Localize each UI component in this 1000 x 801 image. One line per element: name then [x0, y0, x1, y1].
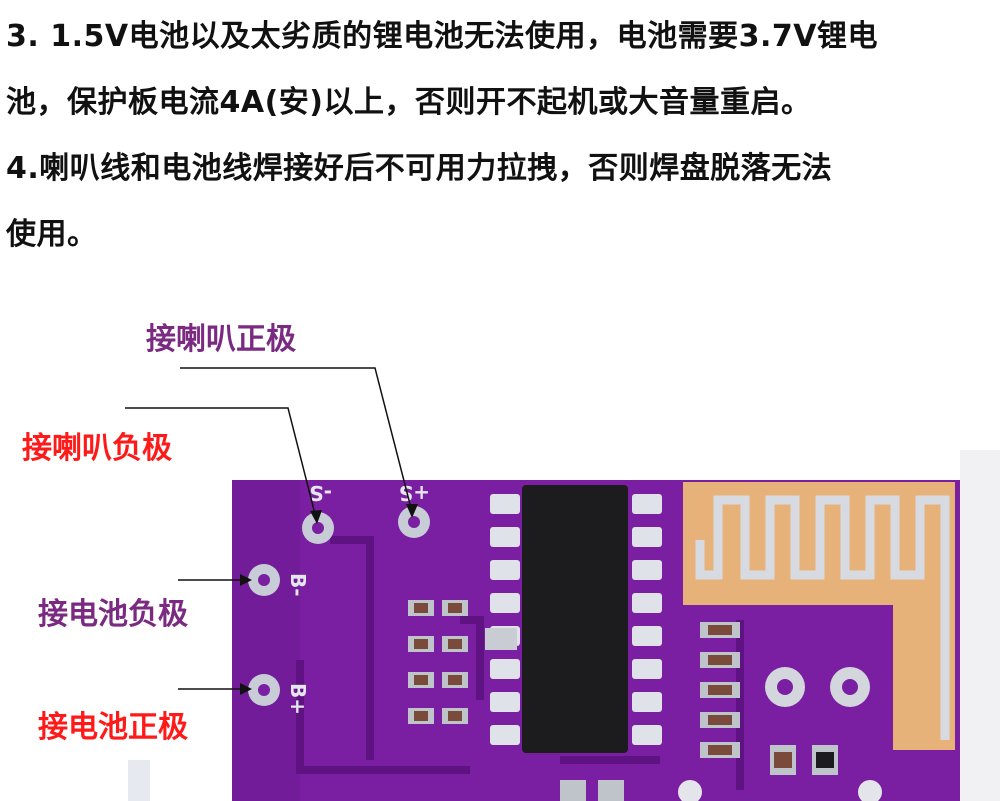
solder-pads — [248, 506, 870, 707]
antenna-trace — [695, 495, 950, 740]
silk-b-plus: B+ — [286, 683, 310, 715]
ic-chip — [490, 485, 662, 753]
pcb-edge — [232, 480, 300, 801]
callout-lines — [125, 367, 413, 690]
label-battery-negative: 接电池负极 — [38, 597, 188, 632]
note-line-2: 池，保护板电流4A(安)以上，否则开不起机或大音量重启。 — [6, 85, 812, 120]
pcb-traces — [296, 536, 744, 790]
silk-s-plus: +S — [399, 481, 430, 505]
label-speaker-negative: 接喇叭负极 — [22, 431, 172, 466]
label-battery-positive: 接电池正极 — [38, 710, 188, 745]
note-line-4: 使用。 — [6, 217, 98, 252]
background-shape — [128, 760, 150, 801]
smd-components — [408, 600, 882, 801]
background-shape — [960, 450, 1000, 801]
callout-arrowheads — [240, 504, 418, 695]
note-line-1: 3. 1.5V电池以及太劣质的锂电池无法使用，电池需要3.7V锂电 — [6, 19, 878, 54]
instruction-notes: 3. 1.5V电池以及太劣质的锂电池无法使用，电池需要3.7V锂电 池，保护板电… — [6, 4, 996, 268]
label-speaker-positive: 接喇叭正极 — [146, 322, 296, 357]
note-line-3: 4.喇叭线和电池线焊接好后不可用力拉拽，否则焊盘脱落无法 — [6, 151, 833, 186]
silk-b-minus: B- — [286, 573, 310, 597]
silk-s-minus: -S — [309, 481, 332, 505]
